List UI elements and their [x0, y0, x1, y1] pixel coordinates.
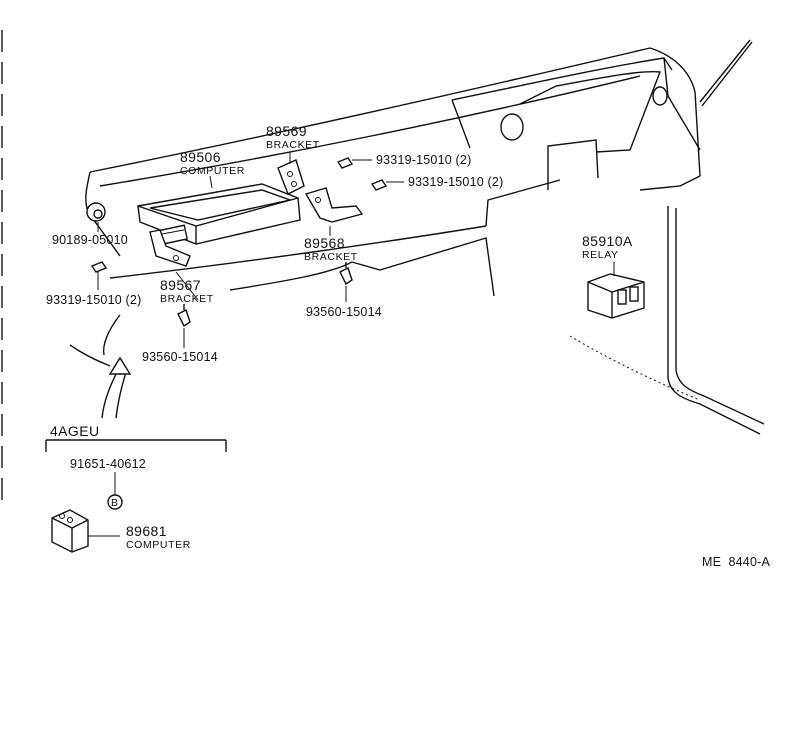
labels: 89506 COMPUTER 89569 BRACKET 93319-15010…: [46, 123, 770, 569]
label-bolt-4ageu: 91651-40612: [70, 457, 146, 471]
label-89506-number: 89506: [180, 149, 221, 165]
view-arrow: [101, 356, 132, 419]
bracket-89569-shape: [277, 159, 305, 195]
diagram-code: ME 8440-A: [702, 555, 770, 569]
leader-lines: [88, 152, 615, 537]
computer-89506-shape: [137, 183, 301, 246]
label-89567-number: 89567: [160, 277, 201, 293]
bracket-89567-shape: [149, 229, 191, 267]
label-85910A-number: 85910A: [582, 233, 633, 249]
label-89567-name: BRACKET: [160, 293, 214, 305]
label-screw-top-2: 93319-15010 (2): [408, 175, 503, 189]
label-89569-number: 89569: [266, 123, 307, 139]
computer-89681-shape: [51, 509, 89, 553]
label-89568-number: 89568: [304, 235, 345, 251]
label-89681-number: 89681: [126, 523, 167, 539]
label-89569-name: BRACKET: [266, 139, 320, 151]
label-variant: 4AGEU: [50, 423, 99, 439]
instrument-panel-outline: [69, 39, 765, 435]
callout-letter: B: [111, 497, 119, 509]
label-89568-name: BRACKET: [304, 251, 358, 263]
variant-frame: [45, 439, 227, 495]
callout-b: B: [107, 494, 123, 510]
label-89681-name: COMPUTER: [126, 539, 191, 551]
label-89506-name: COMPUTER: [180, 165, 245, 177]
label-screw-left: 93319-15010 (2): [46, 293, 141, 307]
label-clip-bottom: 93560-15014: [142, 350, 218, 364]
label-85910A-name: RELAY: [582, 249, 619, 261]
label-screw-top-1: 93319-15010 (2): [376, 153, 471, 167]
label-clip-left: 90189-05010: [52, 233, 128, 247]
relay-85910A-shape: [587, 273, 645, 319]
label-clip-right: 93560-15014: [306, 305, 382, 319]
fastener-shapes: [86, 157, 388, 328]
bracket-89568-shape: [304, 187, 364, 223]
